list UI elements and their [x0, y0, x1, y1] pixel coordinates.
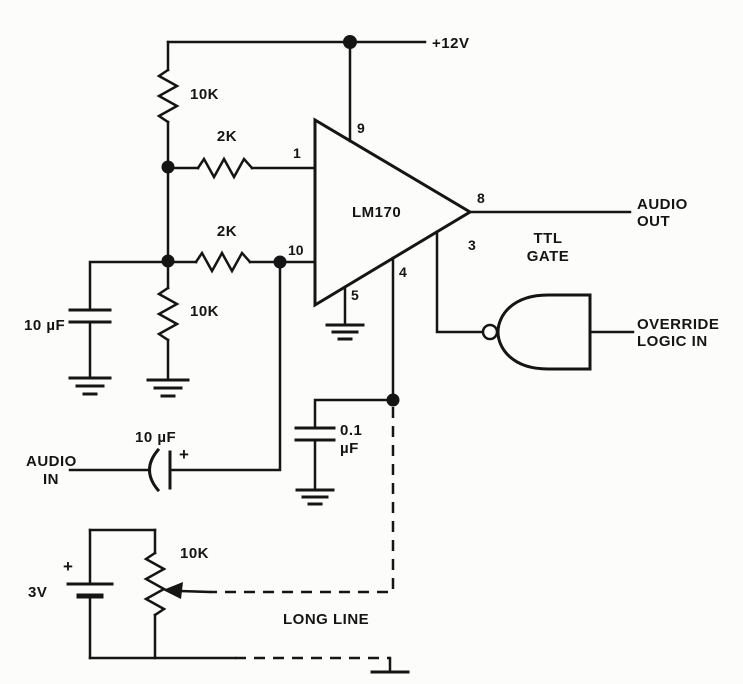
gate-title-line2: GATE — [527, 248, 570, 265]
ground-symbol — [146, 378, 190, 398]
pin10-label: 10 — [288, 242, 304, 258]
pin3-label: 3 — [468, 237, 476, 253]
battery-3v: 3V + — [28, 528, 237, 660]
resistor-zigzag — [196, 156, 254, 180]
battery-label: 3V — [28, 584, 47, 601]
override-line2: LOGIC IN — [637, 333, 708, 350]
ground-symbol — [295, 488, 335, 506]
wire — [88, 260, 170, 312]
ground-symbol — [68, 376, 112, 396]
wiper-arrow-shaft — [179, 589, 212, 594]
pin8-label: 8 — [477, 190, 485, 206]
resistor-label: 10K — [190, 86, 219, 103]
capacitor-unit: µF — [340, 440, 359, 457]
resistor-zigzag — [143, 551, 167, 617]
supply-label: +12V — [432, 35, 469, 52]
long-line-dashed-wire — [210, 407, 395, 594]
pin1-label: 1 — [293, 145, 301, 161]
pin4-label: 4 — [399, 264, 407, 280]
capacitor-c1-10uf: 10 µF — [24, 260, 170, 396]
inverter-bubble — [481, 323, 499, 341]
audio-out-line1: AUDIO — [637, 196, 688, 213]
ttl-gate: TTL GATE — [481, 230, 635, 371]
battery-polarity-sign: + — [63, 557, 73, 576]
wire — [168, 260, 282, 472]
pin5-label: 5 — [351, 287, 359, 303]
resistor-r2-2k: 2K — [161, 128, 317, 180]
opamp-lm170: LM170 9 1 10 5 8 3 4 — [288, 40, 632, 407]
power-rail: +12V — [166, 35, 469, 52]
long-line-section: LONG LINE — [210, 407, 410, 674]
capacitor-c2-01uf: 0.1 µF — [294, 398, 395, 506]
pin9-label: 9 — [357, 120, 365, 136]
ground-symbol — [325, 323, 365, 341]
junction-dot — [161, 160, 175, 174]
cap-curved-plate — [148, 447, 161, 493]
long-line-label: LONG LINE — [283, 611, 369, 628]
capacitor-value: 0.1 — [340, 422, 362, 439]
override-logic-label: OVERRIDE LOGIC IN — [637, 316, 719, 350]
resistor-zigzag — [156, 286, 180, 342]
gate-title-line1: TTL — [534, 230, 563, 247]
resistor-r3-2k: 2K — [161, 223, 317, 274]
cap-polarity-sign: + — [179, 445, 189, 464]
capacitor-label: 10 µF — [24, 317, 65, 334]
audio-in-section: AUDIO IN + 10 µF — [26, 260, 282, 493]
opamp-part-label: LM170 — [352, 204, 401, 221]
wiper-arrowhead — [163, 582, 183, 599]
resistor-r4-10k: 10K — [146, 286, 219, 398]
audio-in-line2: IN — [43, 471, 59, 488]
resistor-zigzag — [156, 68, 180, 124]
audio-in-line1: AUDIO — [26, 453, 77, 470]
potentiometer-label: 10K — [180, 545, 209, 562]
resistor-label: 10K — [190, 303, 219, 320]
gate-body — [496, 293, 592, 371]
resistor-zigzag — [194, 250, 252, 274]
audio-out-label: AUDIO OUT — [637, 196, 688, 230]
audio-out-line2: OUT — [637, 213, 670, 230]
potentiometer-10k: 10K — [143, 528, 212, 660]
resistor-label: 2K — [217, 128, 237, 145]
resistor-label: 2K — [217, 223, 237, 240]
wire — [313, 398, 395, 430]
capacitor-label: 10 µF — [135, 429, 176, 446]
override-line1: OVERRIDE — [637, 316, 719, 333]
pin3-wire — [435, 230, 485, 334]
